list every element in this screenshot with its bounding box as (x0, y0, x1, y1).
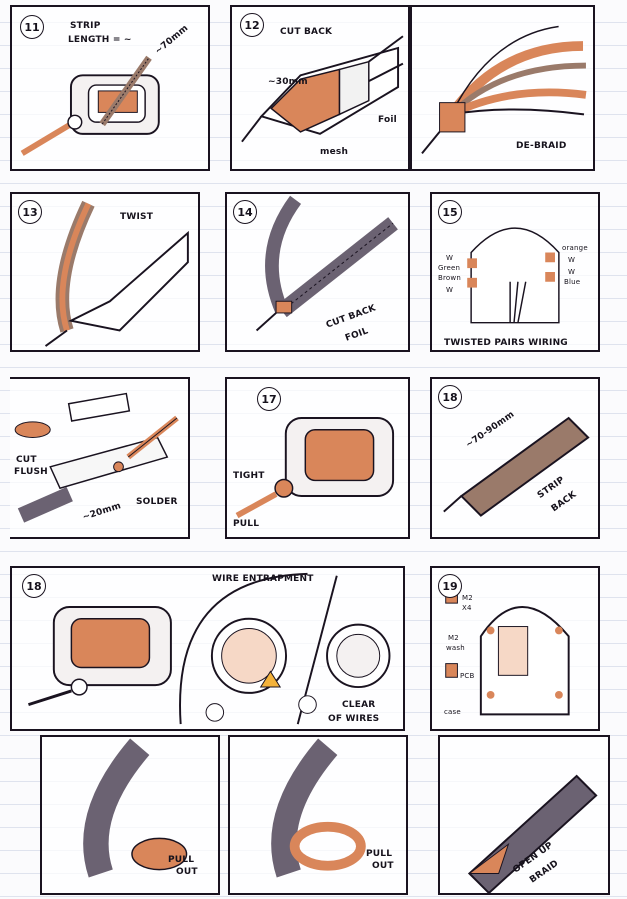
panel-number: 18 (22, 574, 46, 598)
label-wire-entrapment: WIRE ENTRAPMENT (212, 574, 314, 584)
label-wash: wash (446, 644, 465, 652)
panel-pull-out-1-drawing (83, 738, 188, 878)
label-pull: PULL (366, 849, 393, 859)
panel-de-braid-drawing (421, 25, 587, 155)
label-twisted-pairs-wiring: TWISTED PAIRS WIRING (444, 338, 568, 348)
label-cut: CUT (16, 455, 37, 465)
panel-solder: CUT FLUSH ~20mm SOLDER (10, 377, 190, 539)
label-mesh: mesh (320, 147, 349, 157)
label-out: OUT (176, 867, 198, 877)
label-w: W (446, 254, 454, 262)
label-de-braid: DE-BRAID (516, 141, 567, 151)
panel-number: 18 (438, 385, 462, 409)
label-foil: Foil (378, 115, 397, 125)
label-flush: FLUSH (14, 467, 48, 477)
label-w: W (446, 286, 454, 294)
panel-open-up-braid-drawing (467, 774, 598, 893)
label-cut-back: CUT BACK (280, 27, 333, 37)
label-strip: STRIP (70, 21, 101, 31)
panel-number: 13 (18, 200, 42, 224)
label-orange: orange (562, 244, 588, 252)
panel-number: 12 (240, 13, 264, 37)
panel-19-drawing (445, 592, 570, 716)
label-green: Green (438, 264, 461, 272)
panel-number: 17 (257, 387, 281, 411)
panel-13-twist: 13 TWIST (10, 192, 200, 352)
panel-13-drawing (44, 200, 189, 347)
label-m2-wash: M2 (448, 634, 459, 642)
panel-19-assembly: 19 M2 X4 M2 wash PCB case (430, 566, 600, 731)
panel-pull-out-1: PULL OUT (40, 735, 220, 895)
label-tight: TIGHT (233, 471, 265, 481)
panel-number: 15 (438, 200, 462, 224)
panel-de-braid: DE-BRAID (410, 5, 595, 171)
panel-18-strip-drawing (443, 416, 590, 517)
label-of-wires: OF WIRES (328, 714, 380, 724)
label-out: OUT (372, 861, 394, 871)
panel-pull-out-2-drawing (271, 738, 366, 878)
label-solder: SOLDER (136, 497, 178, 507)
panel-17-drawing (235, 417, 395, 519)
panel-18-entrapment-drawing (28, 572, 391, 725)
label-clear: CLEAR (342, 700, 376, 710)
panel-pull-out-2: PULL OUT (228, 735, 408, 895)
panel-11-drawing (20, 55, 160, 156)
panel-18-wire-entrapment: 18 WIRE ENTRAPMENT CLEAR OF WIRES (10, 566, 405, 731)
panel-17-tight-pull: 17 TIGHT PULL (225, 377, 410, 539)
panel-solder-drawing (14, 392, 179, 523)
panel-number: 19 (438, 574, 462, 598)
label-twist: TWIST (120, 212, 154, 222)
label-w: W (568, 256, 576, 264)
label-case: case (444, 708, 461, 716)
panel-12-cut-back: 12 CUT BACK ~30mm mesh Foil (230, 5, 410, 171)
panel-15-twisted-pairs-wiring: 15 W Green Brown W orange W W Blue TWIST… (430, 192, 600, 352)
panel-11-strip-length: 11 STRIP LENGTH = ~ ~70mm (10, 5, 210, 171)
label-x4: X4 (462, 604, 472, 612)
label-blue: Blue (564, 278, 581, 286)
label-length: LENGTH = ~ (68, 35, 132, 45)
panel-15-drawing (467, 227, 560, 324)
panel-number: 11 (20, 15, 44, 39)
panel-14-cut-back-foil: 14 CUT BACK FOIL (225, 192, 410, 352)
label-m2: M2 (462, 594, 473, 602)
panel-14-drawing (255, 195, 398, 332)
label-brown: Brown (438, 274, 461, 282)
panel-18-strip-back: 18 ~70-90mm STRIP BACK (430, 377, 600, 539)
label-w: W (568, 268, 576, 276)
label-pull: PULL (168, 855, 195, 865)
panel-12-drawing (241, 35, 404, 143)
label-pcb: PCB (460, 672, 475, 680)
label-30mm: ~30mm (268, 77, 308, 87)
panel-number: 14 (233, 200, 257, 224)
label-pull: PULL (233, 519, 260, 529)
panel-open-up-braid: OPEN UP BRAID (438, 735, 610, 895)
